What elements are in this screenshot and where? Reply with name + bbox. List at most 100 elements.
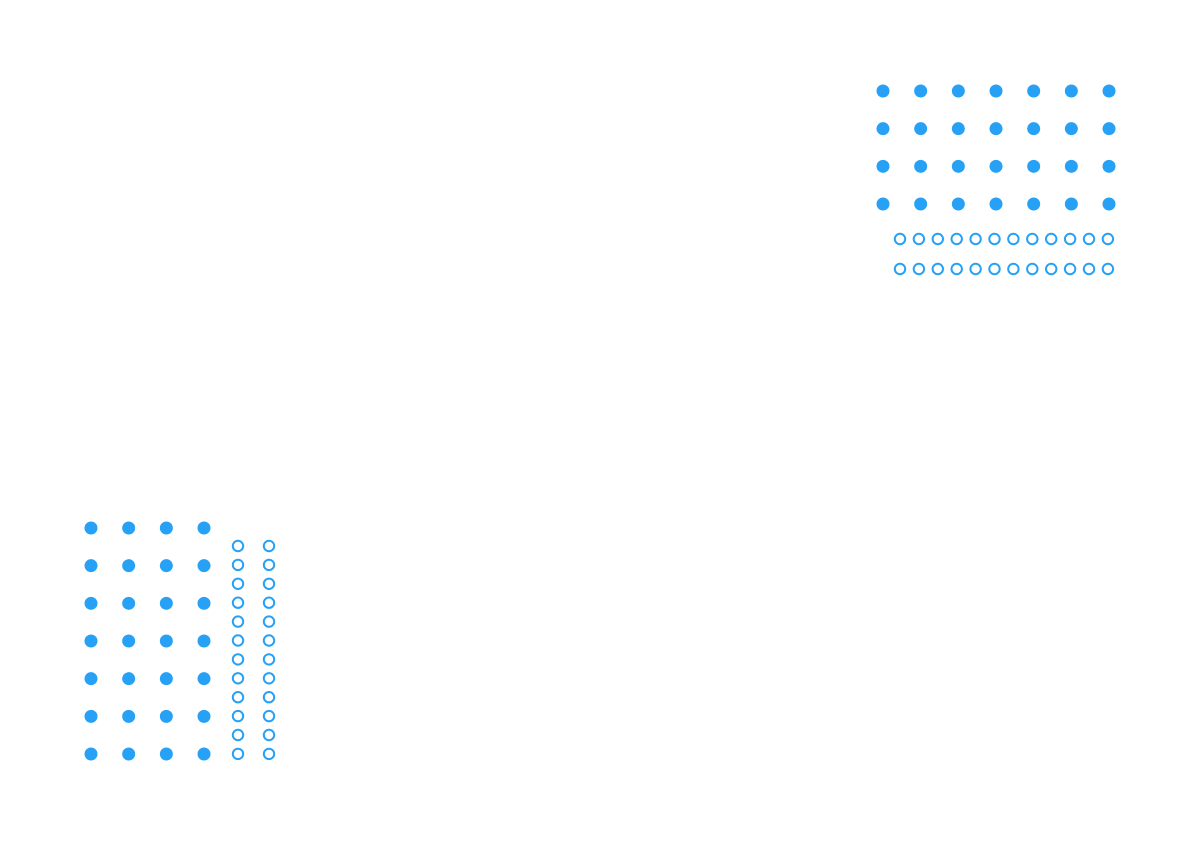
filled-dot: [197, 596, 211, 610]
filled-dot: [159, 559, 173, 573]
ring-dot: [950, 232, 963, 246]
filled-dot: [914, 84, 928, 98]
ring-dot: [893, 232, 907, 246]
filled-dot: [989, 197, 1003, 211]
ring-dot: [988, 262, 1001, 276]
ring-dot: [1045, 262, 1058, 276]
ring-dot: [231, 728, 245, 742]
filled-dot: [159, 747, 173, 761]
filled-dot: [84, 521, 98, 535]
ring-dot: [1026, 232, 1039, 246]
ring-dot: [1026, 262, 1039, 276]
filled-dot: [84, 747, 98, 761]
ring-dot: [1101, 262, 1115, 276]
filled-dot: [876, 84, 890, 98]
filled-dot: [197, 521, 211, 535]
filled-dot: [951, 159, 965, 173]
filled-dot: [1027, 197, 1041, 211]
filled-dot: [122, 747, 136, 761]
filled-dot: [989, 122, 1003, 136]
filled-dot: [876, 159, 890, 173]
ring-dot: [262, 634, 276, 647]
ring-dot: [931, 232, 944, 246]
filled-dot: [122, 672, 136, 686]
ring-dot: [912, 232, 926, 246]
filled-dot: [876, 197, 890, 211]
ring-dot: [1007, 262, 1020, 276]
ring-dot: [262, 596, 276, 609]
filled-dot: [1027, 84, 1041, 98]
ring-dot: [1007, 232, 1020, 246]
filled-dot: [197, 709, 211, 723]
ring-dot: [1082, 232, 1096, 246]
filled-dot: [122, 709, 136, 723]
ring-dot: [262, 558, 276, 572]
ring-dot: [262, 691, 276, 704]
filled-dot: [989, 159, 1003, 173]
filled-dot: [159, 634, 173, 648]
ring-dot: [1063, 262, 1077, 276]
filled-dot: [1064, 159, 1078, 173]
filled-dot: [1027, 159, 1041, 173]
ring-dot: [262, 615, 276, 628]
ring-dot: [1063, 232, 1077, 246]
filled-dot: [914, 159, 928, 173]
ring-dot: [262, 728, 276, 742]
filled-dot: [951, 122, 965, 136]
ring-dot: [262, 577, 276, 590]
filled-dot: [1102, 159, 1116, 173]
ring-dot: [262, 539, 276, 553]
filled-dot: [951, 197, 965, 211]
filled-dot: [951, 84, 965, 98]
ring-dot: [950, 262, 963, 276]
filled-dot: [122, 559, 136, 573]
ring-dot: [262, 747, 276, 761]
ring-dot: [231, 596, 245, 609]
filled-dot: [876, 122, 890, 136]
filled-dot: [989, 84, 1003, 98]
filled-dot: [122, 634, 136, 648]
ring-dot: [231, 747, 245, 761]
filled-dot: [1064, 197, 1078, 211]
filled-dot: [84, 559, 98, 573]
bottom-left-dot-pattern: [84, 521, 276, 761]
ring-dot: [912, 262, 926, 276]
filled-dot: [197, 672, 211, 686]
filled-dot: [197, 559, 211, 573]
ring-dot: [231, 577, 245, 590]
filled-dot: [122, 596, 136, 610]
filled-dot: [914, 122, 928, 136]
top-right-dot-pattern: [876, 84, 1116, 276]
filled-dot: [159, 596, 173, 610]
filled-dot: [1064, 84, 1078, 98]
filled-dot: [159, 521, 173, 535]
ring-dot: [1045, 232, 1058, 246]
filled-dot: [197, 747, 211, 761]
ring-dot: [231, 615, 245, 628]
filled-dot: [84, 672, 98, 686]
ring-dot: [893, 262, 907, 276]
ring-dot: [262, 709, 276, 723]
filled-dot: [84, 596, 98, 610]
ring-dot: [969, 262, 982, 276]
filled-dot: [159, 709, 173, 723]
filled-dot: [84, 634, 98, 648]
ring-dot: [262, 672, 276, 685]
ring-dot: [969, 232, 982, 246]
filled-dot: [1102, 197, 1116, 211]
ring-dot: [1082, 262, 1096, 276]
ring-dot: [231, 709, 245, 723]
ring-dot: [931, 262, 944, 276]
ring-dot: [231, 653, 245, 666]
filled-dot: [1027, 122, 1041, 136]
ring-dot: [231, 558, 245, 572]
ring-dot: [231, 672, 245, 685]
filled-dot: [84, 709, 98, 723]
filled-dot: [159, 672, 173, 686]
filled-dot: [1064, 122, 1078, 136]
ring-dot: [231, 539, 245, 553]
ring-dot: [231, 691, 245, 704]
ring-dot: [262, 653, 276, 666]
